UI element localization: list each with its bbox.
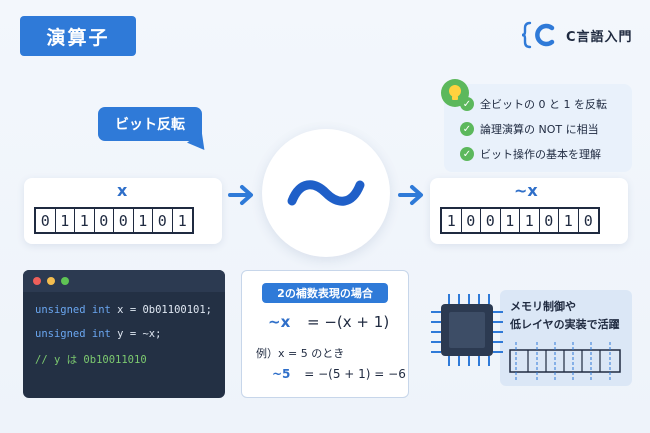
bit-cell: 1 (501, 209, 520, 232)
bit-cell: 0 (462, 209, 481, 232)
minimize-dot-icon (47, 277, 55, 285)
bit-cell: 0 (153, 209, 173, 232)
bit-cell: 1 (56, 209, 75, 232)
bit-cell: 0 (114, 209, 134, 232)
check-icon: ✓ (460, 97, 474, 111)
bit-cell: 0 (36, 209, 56, 232)
note-item: ✓ 論理演算の NOT に相当 (460, 121, 599, 137)
bit-cell: 1 (177, 211, 187, 230)
arrow-right-icon (228, 185, 253, 205)
brand-c-icon (521, 20, 558, 50)
arrow-right-icon (398, 185, 423, 205)
formula: ~x = −(x + 1) (268, 313, 390, 331)
page-title: 演算子 (20, 16, 136, 56)
bit-cell: 1 (442, 209, 462, 232)
input-label: x (117, 181, 128, 200)
bit-cell: 1 (75, 209, 95, 232)
code-line-2: unsigned int y = ~x; (35, 328, 162, 340)
bit-cell: 0 (95, 209, 114, 232)
bit-cell: 0 (481, 209, 501, 232)
chip-icon (431, 294, 503, 366)
note-item: ✓ ビット操作の基本を理解 (460, 146, 601, 162)
bit-cell: 1 (559, 209, 579, 232)
memory-card (500, 290, 632, 386)
check-icon: ✓ (460, 147, 474, 161)
close-dot-icon (33, 277, 41, 285)
memory-text-1: メモリ制御や (510, 300, 576, 313)
memory-text-2: 低レイヤの実装で活躍 (510, 318, 620, 331)
complement-panel: 2の補数表現の場合 ~x = −(x + 1) 例）x = 5 のとき ~5 =… (241, 270, 409, 398)
notes-panel (444, 84, 632, 172)
example-label: 例）x = 5 のとき (256, 347, 345, 360)
bit-cell: 1 (520, 209, 540, 232)
code-line-1: unsigned int x = 0b01100101; (35, 304, 213, 316)
bit-cell: 0 (540, 209, 559, 232)
code-window: unsigned int x = 0b01100101; unsigned in… (23, 270, 225, 398)
note-item: ✓ 全ビットの 0 と 1 を反転 (460, 96, 607, 112)
brand-name: C言語入門 (566, 29, 633, 45)
complement-badge: 2の補数表現の場合 (262, 283, 388, 303)
window-titlebar (23, 270, 225, 292)
bit-invert-bubble: ビット反転 (98, 107, 202, 141)
output-label: ~x (514, 181, 538, 200)
check-icon: ✓ (460, 122, 474, 136)
tilde-operator (262, 129, 390, 257)
memory-bits-illustration (509, 342, 621, 380)
code-comment: // y は 0b10011010 (35, 354, 147, 366)
example-formula: ~5 = −(5 + 1) = −6 (272, 367, 406, 381)
bit-cell: 1 (134, 209, 153, 232)
tilde-icon (287, 180, 365, 206)
maximize-dot-icon (61, 277, 69, 285)
brand-logo: C言語入門 (521, 20, 633, 50)
bit-cell: 0 (583, 211, 593, 230)
